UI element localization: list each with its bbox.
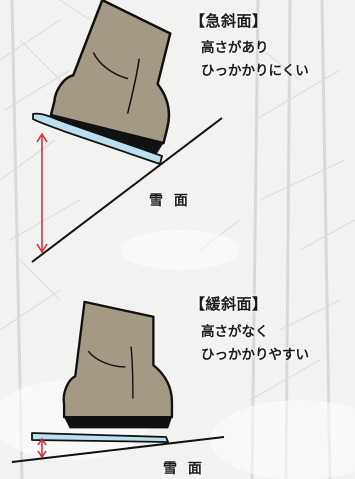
gentle-skate-boot	[62, 300, 174, 429]
gentle-skate-blade	[31, 432, 169, 443]
gentle-slope-description: 高さがなく ひっかかりやすい	[201, 321, 309, 367]
gentle-snow-surface-line	[11, 436, 225, 463]
steep-height-arrow	[36, 132, 48, 254]
gentle-slope-description-line: ひっかかりやすい	[201, 347, 309, 363]
gentle-slope-heading: 【緩斜面】	[190, 295, 268, 313]
steep-slope-description: 高さがあり ひっかかりにくい	[201, 37, 309, 83]
steep-snow-surface-label: 雪 面	[149, 193, 191, 209]
steep-skate-boot	[49, 0, 172, 154]
gentle-slope-description-line: 高さがなく	[201, 324, 269, 340]
steep-slope-illustration	[31, 0, 223, 263]
gentle-slope-illustration	[11, 300, 225, 463]
steep-slope-description-line: ひっかかりにくい	[201, 63, 309, 79]
steep-slope-heading: 【急斜面】	[190, 12, 268, 30]
gentle-snow-surface-label: 雪 面	[163, 461, 205, 477]
steep-snow-surface-line	[31, 117, 223, 263]
gentle-height-arrow	[37, 437, 47, 459]
steep-slope-description-line: 高さがあり	[201, 40, 269, 56]
steep-skate-blade	[32, 112, 163, 165]
